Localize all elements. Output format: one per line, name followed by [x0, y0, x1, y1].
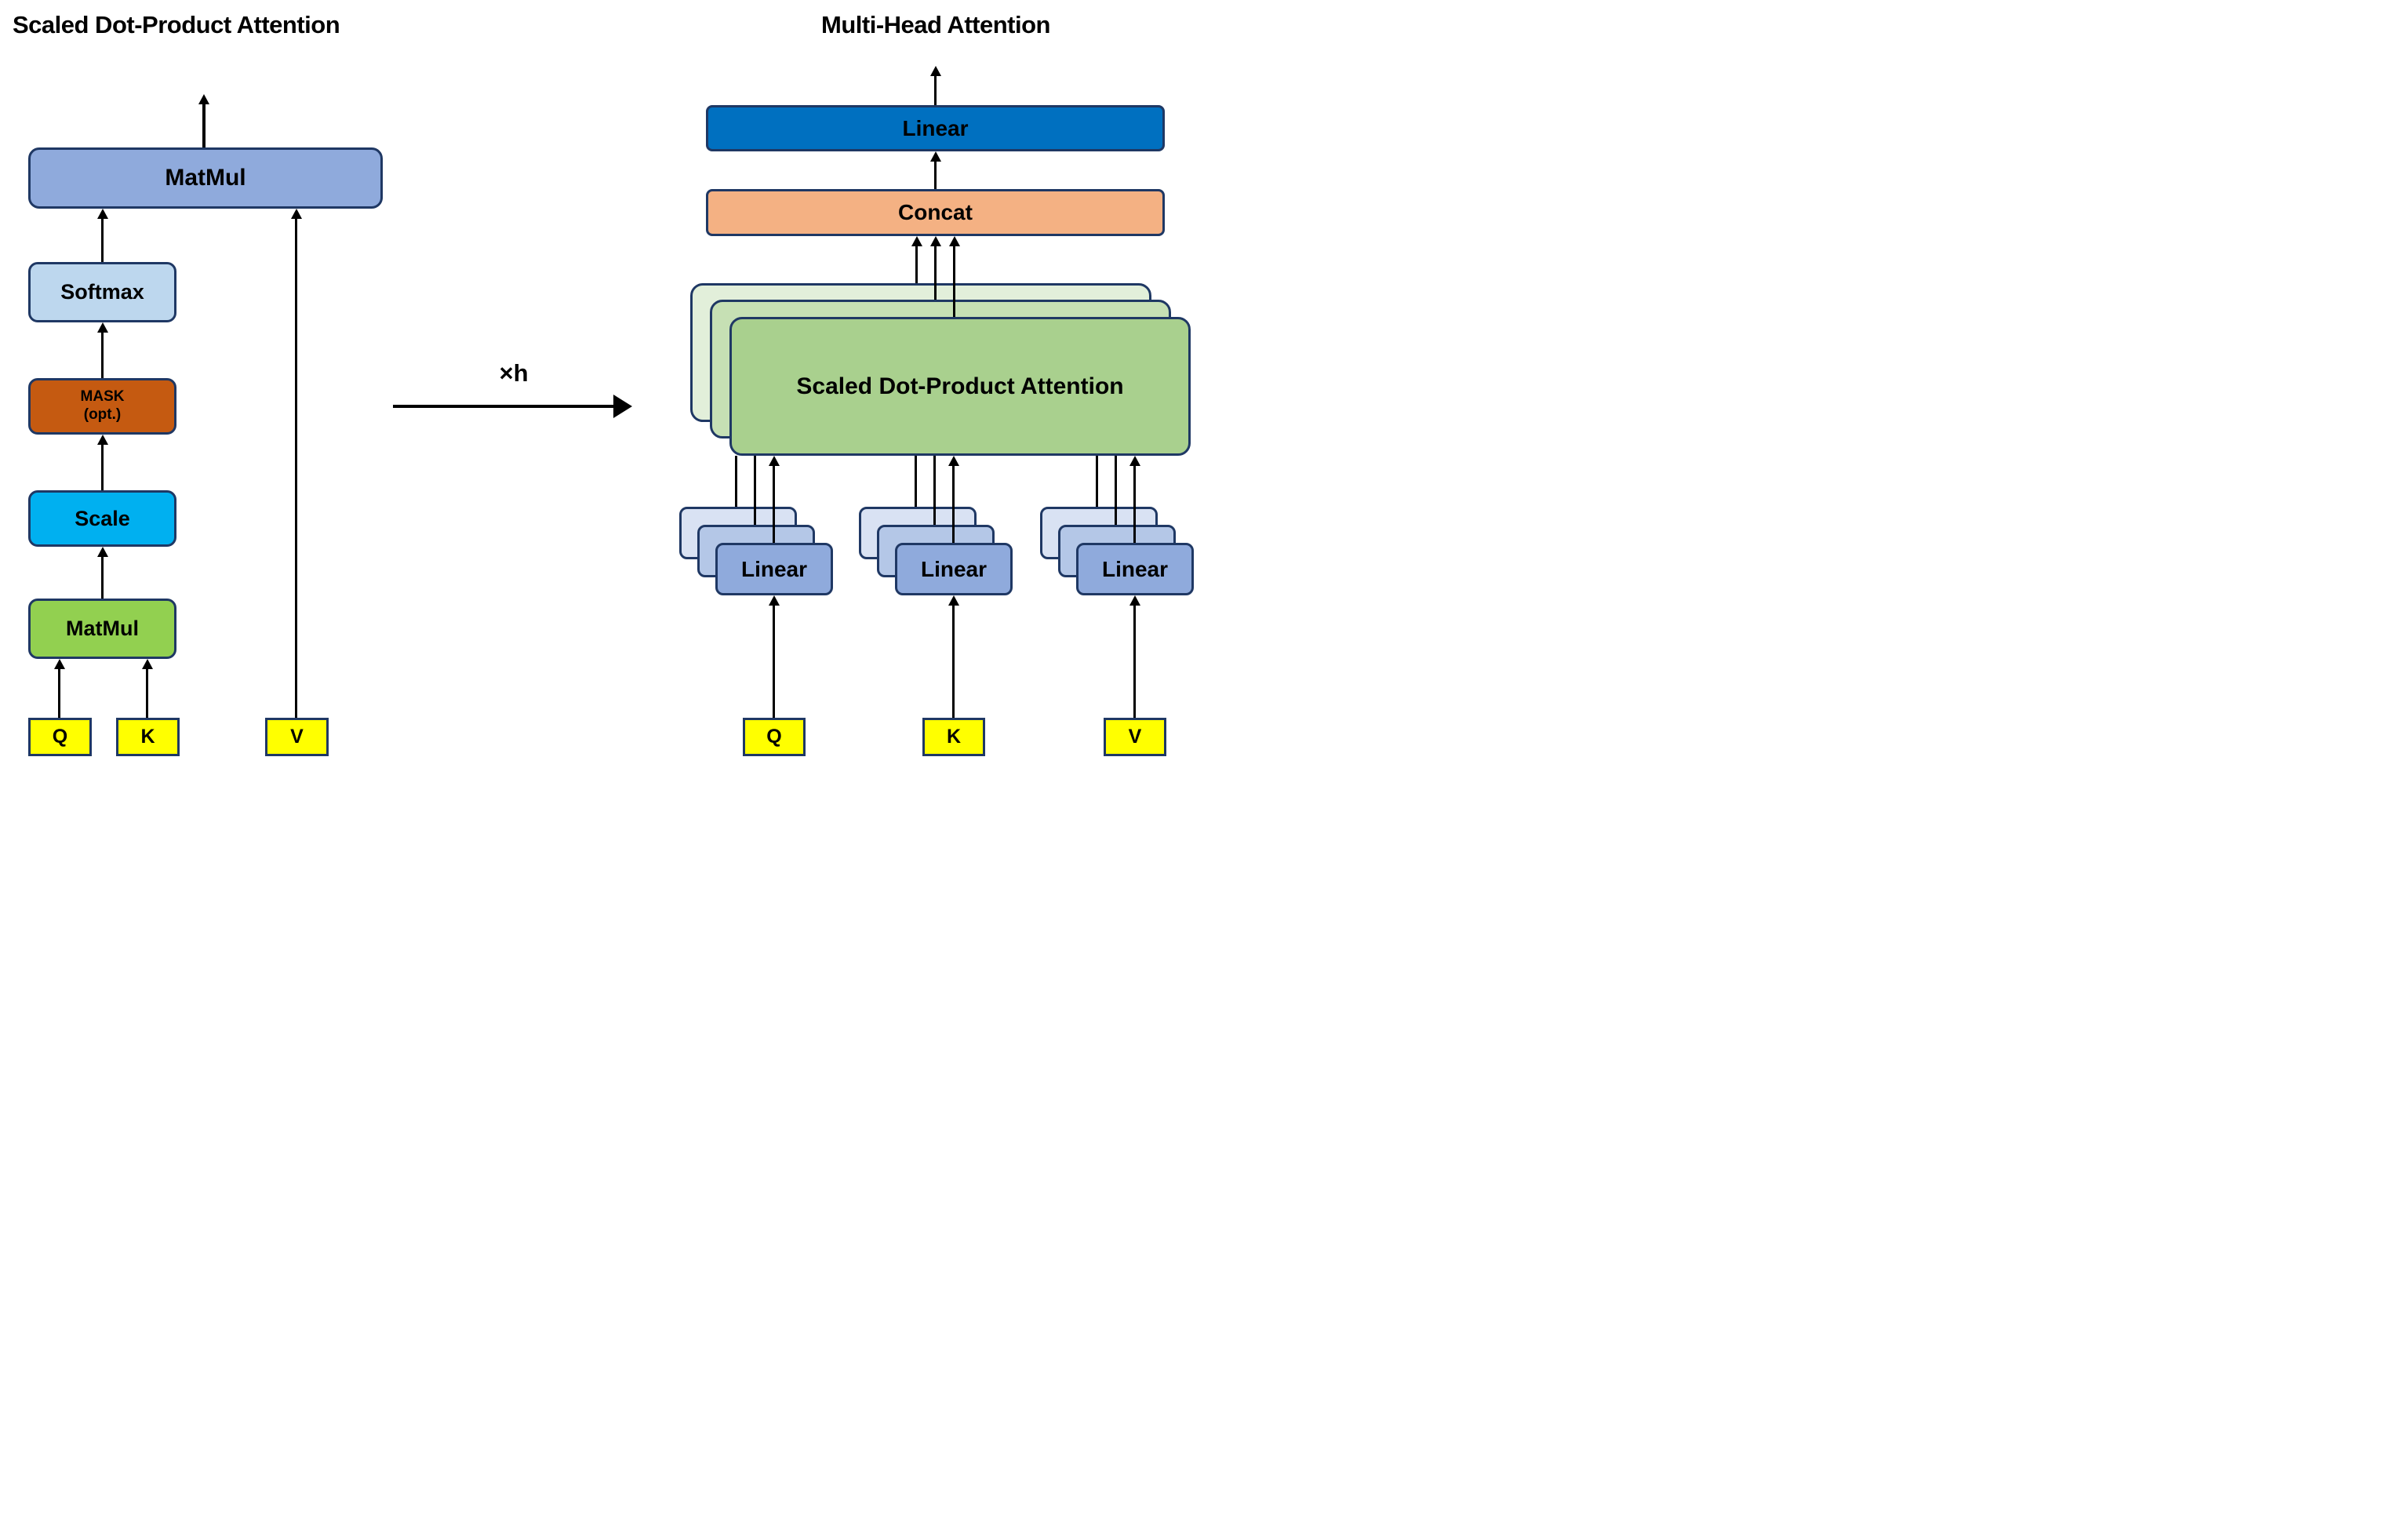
left-to-right-arrow — [393, 405, 613, 408]
linear-output-label: Linear — [902, 115, 969, 140]
concat-box: Concat — [706, 189, 1165, 236]
arrow-q-to-matmul — [58, 668, 60, 718]
mask-label-line1: MASK — [80, 388, 125, 406]
right-input-v-box: V — [1104, 718, 1166, 756]
matmul-input-box: MatMul — [28, 599, 176, 659]
softmax-label: Softmax — [60, 280, 144, 304]
line-linear-v-middle-to-head — [1115, 456, 1117, 525]
scale-box: Scale — [28, 490, 176, 547]
matmul-input-label: MatMul — [66, 617, 139, 640]
left-diagram-title: Scaled Dot-Product Attention — [13, 11, 340, 38]
arrow-head-middle-to-concat — [934, 246, 937, 300]
arrow-softmax-to-matmul — [101, 218, 104, 262]
arrow-mask-to-softmax — [101, 332, 104, 378]
right-input-v-label: V — [1128, 726, 1142, 748]
left-input-q-box: Q — [28, 718, 92, 756]
arrow-scale-to-mask — [101, 444, 104, 490]
right-input-k-label: K — [946, 726, 962, 748]
arrow-linear-q-to-head — [773, 465, 775, 543]
matmul-output-label: MatMul — [165, 165, 246, 191]
linear-q-front-box: Linear — [715, 543, 833, 595]
repeat-h-label: ×h — [499, 359, 529, 387]
linear-q-label: Linear — [740, 556, 808, 581]
arrow-linear-k-to-head — [952, 465, 955, 543]
mask-box: MASK (opt.) — [28, 378, 176, 435]
attention-diagram: Scaled Dot-Product Attention MatMul Soft… — [0, 0, 1204, 766]
arrow-matmul-to-scale — [101, 556, 104, 599]
arrow-v-to-linear — [1133, 605, 1136, 718]
line-linear-k-middle-to-head — [933, 456, 936, 525]
arrow-head-back-to-concat — [915, 246, 918, 283]
arrow-concat-to-linear — [934, 161, 937, 189]
right-input-q-box: Q — [743, 718, 806, 756]
right-input-q-label: Q — [766, 726, 782, 748]
arrow-k-to-matmul — [146, 668, 148, 718]
left-output-arrow — [202, 104, 206, 147]
arrow-head-front-to-concat — [953, 246, 955, 317]
right-output-arrow — [934, 75, 937, 105]
arrow-linear-v-to-head — [1133, 465, 1136, 543]
attention-head-front-box: Scaled Dot-Product Attention — [729, 317, 1191, 456]
right-input-k-box: K — [922, 718, 985, 756]
concat-label: Concat — [898, 200, 973, 224]
linear-output-box: Linear — [706, 105, 1165, 151]
scale-label: Scale — [75, 506, 130, 530]
arrow-v-to-matmul — [295, 218, 297, 718]
line-linear-k-back-to-head — [915, 456, 917, 507]
right-diagram-title: Multi-Head Attention — [821, 11, 1050, 38]
arrow-k-to-linear — [952, 605, 955, 718]
line-linear-v-back-to-head — [1096, 456, 1098, 507]
arrow-q-to-linear — [773, 605, 775, 718]
attention-head-label: Scaled Dot-Product Attention — [796, 373, 1124, 399]
linear-v-label: Linear — [1101, 556, 1169, 581]
left-input-k-label: K — [140, 726, 155, 748]
left-input-v-label: V — [290, 726, 304, 748]
left-input-v-box: V — [265, 718, 329, 756]
matmul-output-box: MatMul — [28, 147, 383, 209]
mask-label-line2: (opt.) — [83, 406, 122, 423]
left-input-q-label: Q — [52, 726, 68, 748]
line-linear-q-middle-to-head — [754, 456, 756, 525]
linear-k-front-box: Linear — [895, 543, 1013, 595]
linear-v-front-box: Linear — [1076, 543, 1194, 595]
line-linear-q-back-to-head — [735, 456, 737, 507]
left-input-k-box: K — [116, 718, 180, 756]
softmax-box: Softmax — [28, 262, 176, 322]
linear-k-label: Linear — [920, 556, 988, 581]
